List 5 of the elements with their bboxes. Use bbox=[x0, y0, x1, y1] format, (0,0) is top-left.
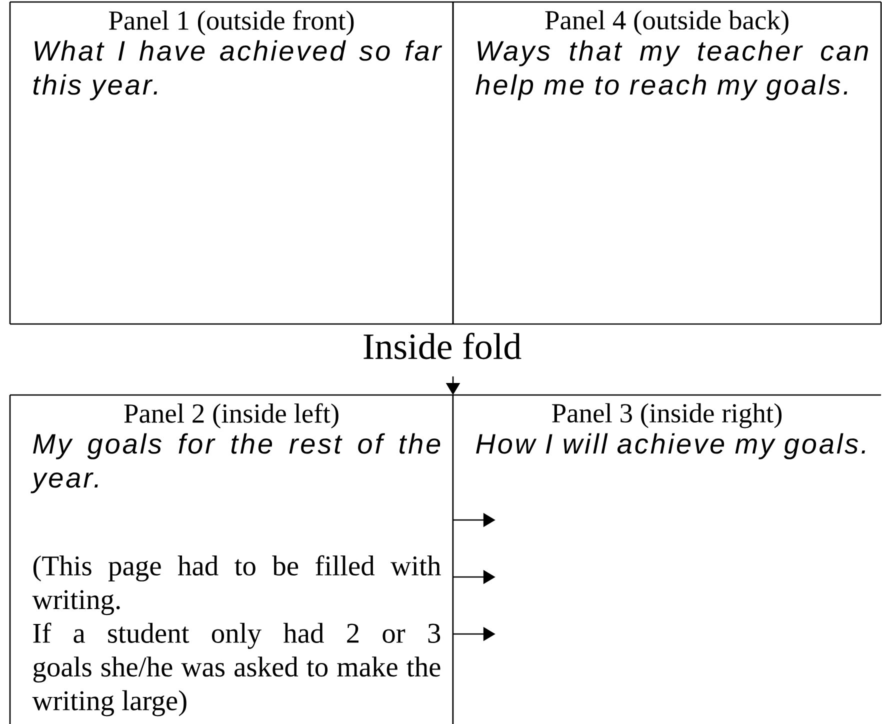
fold-label: Inside fold bbox=[364, 332, 522, 360]
panel-box: Panel 1 (outside front) What I have achieved so far this year. bbox=[9, 1, 454, 325]
panel-box: Panel 4 (outside back) Ways that my teacher can help me to reach my goals. bbox=[452, 1, 882, 325]
panel-box: Panel 3 (inside right) How I will achieve my goals. bbox=[453, 394, 881, 460]
panel-box: Panel 2 (inside left) My goals for the rest of the year. (This page had to be filled with writing. If a student only had 2 or 3 goals she/he was asked to make the writing large) bbox=[9, 394, 454, 724]
